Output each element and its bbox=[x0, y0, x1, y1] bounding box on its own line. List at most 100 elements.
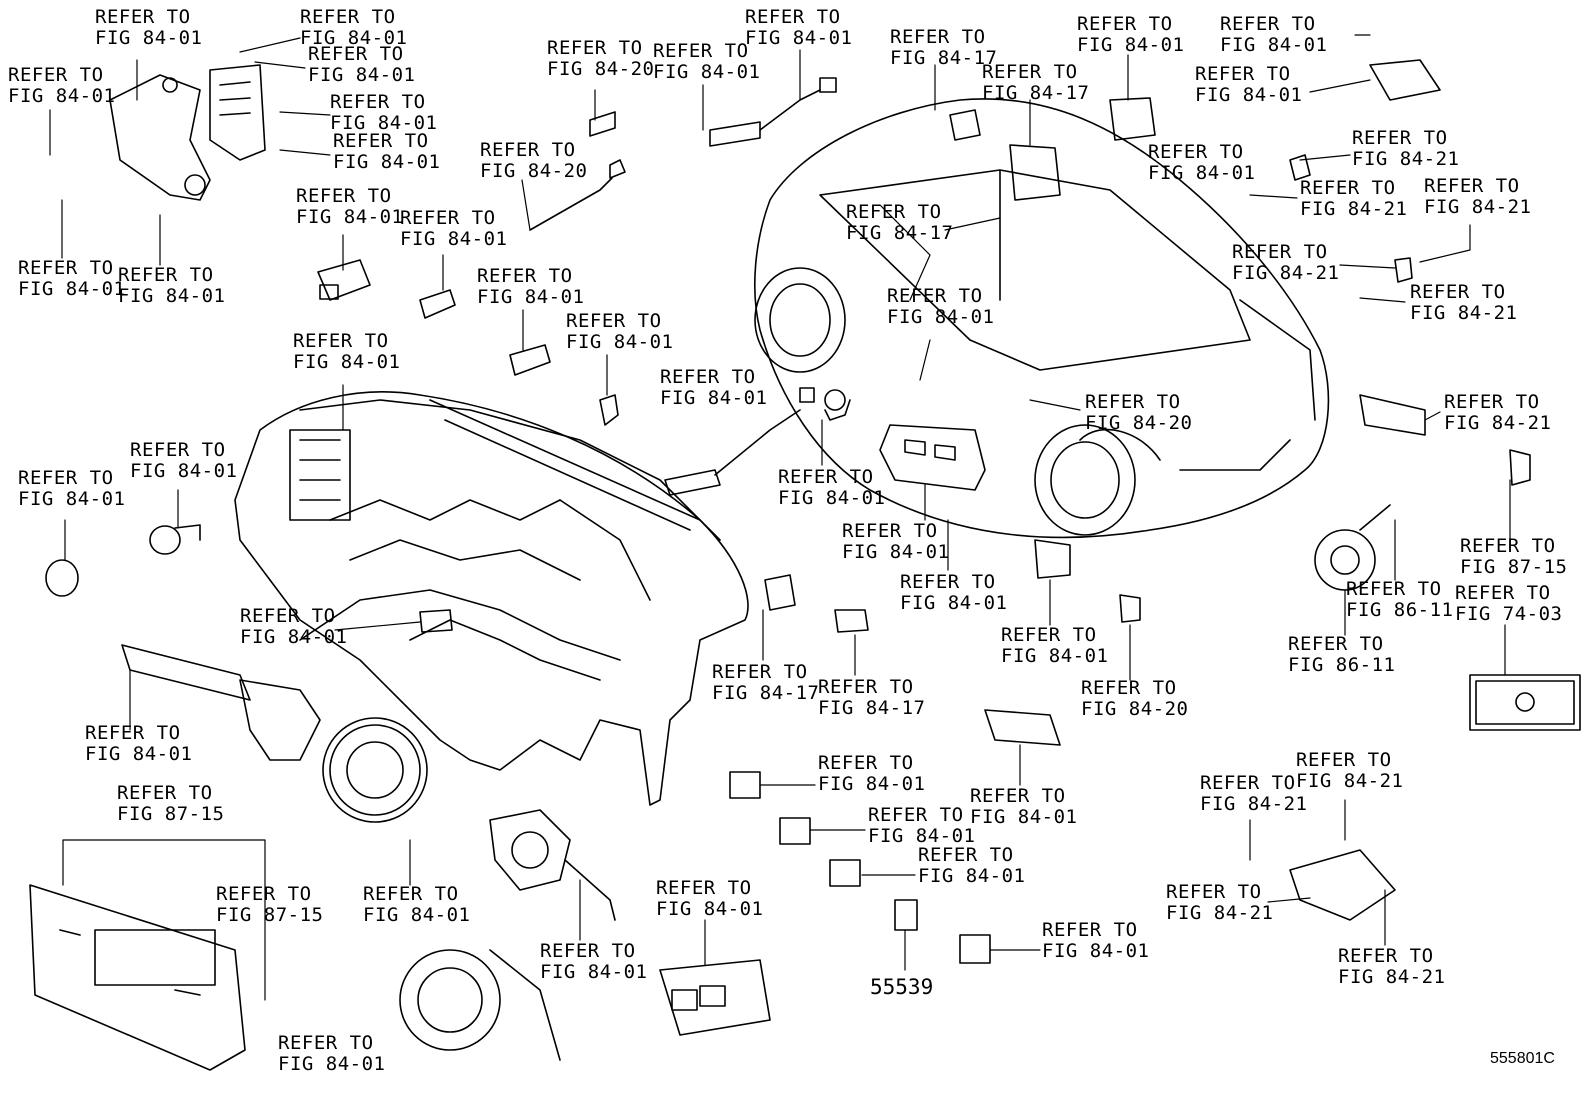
antenna-cable-3 bbox=[664, 387, 815, 496]
sensor-84-21-b bbox=[1394, 257, 1413, 283]
callout-figure: FIG 84-21 bbox=[1424, 196, 1532, 218]
callout-figure: FIG 84-01 bbox=[1148, 162, 1256, 184]
callout-prefix: REFER TO bbox=[1352, 127, 1448, 149]
callout-figure: FIG 74-03 bbox=[1455, 603, 1563, 625]
callout-figure: FIG 86-11 bbox=[1346, 599, 1454, 621]
callout-figure: FIG 84-01 bbox=[918, 865, 1026, 887]
callout-figure: FIG 84-01 bbox=[566, 331, 674, 353]
callout-figure: FIG 84-17 bbox=[712, 682, 820, 704]
callout-prefix: REFER TO bbox=[1232, 241, 1328, 263]
callout-prefix: REFER TO bbox=[8, 64, 104, 86]
sensor-center-2 bbox=[1119, 594, 1141, 623]
callout-prefix: REFER TO bbox=[1001, 624, 1097, 646]
callout-prefix: REFER TO bbox=[1166, 881, 1262, 903]
callout-prefix: REFER TO bbox=[846, 201, 942, 223]
callout-prefix: REFER TO bbox=[400, 207, 496, 229]
callout-prefix: REFER TO bbox=[982, 61, 1078, 83]
callout-prefix: REFER TO bbox=[293, 330, 389, 352]
callout-prefix: REFER TO bbox=[1200, 772, 1296, 794]
callout-prefix: REFER TO bbox=[477, 265, 573, 287]
callout-prefix: REFER TO bbox=[1455, 582, 1551, 604]
callout-prefix: REFER TO bbox=[1077, 13, 1173, 35]
callout-prefix: REFER TO bbox=[970, 785, 1066, 807]
callout-figure: FIG 84-01 bbox=[900, 592, 1008, 614]
callout-prefix: REFER TO bbox=[656, 877, 752, 899]
switch-pack-center bbox=[659, 959, 771, 1036]
combination-switch-right bbox=[489, 809, 616, 921]
callout-figure: FIG 84-01 bbox=[400, 228, 508, 250]
callout-prefix: REFER TO bbox=[890, 26, 986, 48]
callout-figure: FIG 84-20 bbox=[1085, 412, 1193, 434]
callout-prefix: REFER TO bbox=[278, 1032, 374, 1054]
callout-figure: FIG 84-01 bbox=[778, 487, 886, 509]
callout-figure: FIG 84-21 bbox=[1338, 966, 1446, 988]
console-part bbox=[984, 709, 1061, 746]
antenna-cable-2 bbox=[709, 77, 837, 147]
combination-switch-left bbox=[121, 644, 321, 761]
callout-figure: FIG 87-15 bbox=[216, 904, 324, 926]
module-right bbox=[1009, 144, 1061, 201]
callout-prefix: REFER TO bbox=[1338, 945, 1434, 967]
callout-figure: FIG 84-01 bbox=[95, 27, 203, 49]
callout-figure: FIG 84-17 bbox=[982, 82, 1090, 104]
sensor-small-2 bbox=[509, 344, 551, 376]
callout-figure: FIG 84-01 bbox=[477, 286, 585, 308]
callout-figure: FIG 84-20 bbox=[1081, 698, 1189, 720]
sensor-87-15 bbox=[1509, 449, 1531, 486]
callout-figure: FIG 84-21 bbox=[1352, 148, 1460, 170]
callout-prefix: REFER TO bbox=[653, 40, 749, 62]
callout-prefix: REFER TO bbox=[712, 661, 808, 683]
sensor-left-2 bbox=[149, 524, 201, 555]
spiral-cable bbox=[322, 717, 428, 823]
diagram-code: 555801C bbox=[1490, 1050, 1555, 1067]
callout-prefix: REFER TO bbox=[480, 139, 576, 161]
callout-figure: FIG 84-17 bbox=[890, 47, 998, 69]
callout-prefix: REFER TO bbox=[216, 883, 312, 905]
callout-prefix: REFER TO bbox=[300, 6, 396, 28]
callout-figure: FIG 84-01 bbox=[1220, 34, 1328, 56]
switch-b bbox=[779, 817, 811, 845]
callout-prefix: REFER TO bbox=[1460, 535, 1556, 557]
relay-right bbox=[1109, 97, 1156, 141]
callout-figure: FIG 84-21 bbox=[1296, 770, 1404, 792]
callout-figure: FIG 84-01 bbox=[887, 306, 995, 328]
callout-prefix: REFER TO bbox=[1296, 749, 1392, 771]
callout-prefix: REFER TO bbox=[1085, 391, 1181, 413]
callout-prefix: REFER TO bbox=[18, 257, 114, 279]
callout-figure: FIG 84-01 bbox=[130, 460, 238, 482]
part-55539 bbox=[894, 899, 918, 931]
callout-figure: FIG 84-01 bbox=[842, 541, 950, 563]
callout-prefix: REFER TO bbox=[330, 91, 426, 113]
callout-figure: FIG 87-15 bbox=[117, 803, 225, 825]
leader-lines bbox=[49, 34, 1511, 1001]
sensor-left-3 bbox=[419, 609, 453, 633]
callout-prefix: REFER TO bbox=[818, 676, 914, 698]
